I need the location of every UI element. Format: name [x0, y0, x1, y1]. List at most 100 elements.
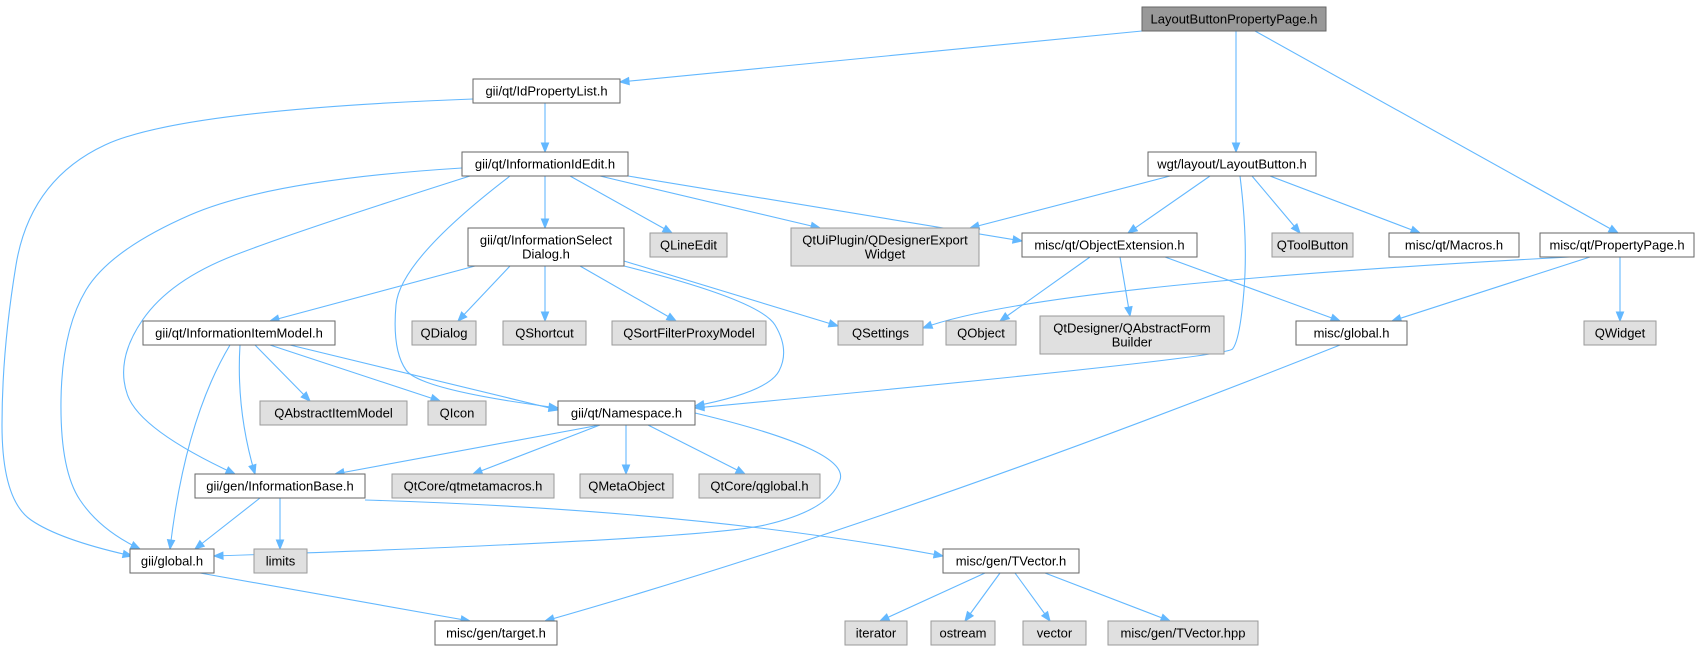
node-label: misc/qt/ObjectExtension.h [1034, 238, 1184, 253]
edge-infoitemmodel-to-qabstractitemmodel [254, 344, 311, 402]
node-namespace[interactable]: gii/qt/Namespace.h [557, 400, 696, 426]
node-label: misc/qt/PropertyPage.h [1549, 238, 1684, 253]
arrowhead [1040, 610, 1051, 623]
node-qshortcut: QShortcut [502, 320, 587, 346]
node-box [1022, 620, 1087, 646]
node-box [649, 232, 728, 258]
node-box [502, 320, 587, 346]
edge-line [123, 175, 471, 475]
node-box [930, 620, 996, 646]
node-label: vector [1037, 626, 1073, 641]
edge-namespace-to-qmetaobject [621, 425, 631, 476]
arrowhead [618, 76, 630, 86]
arrowhead [1126, 224, 1139, 234]
node-label: QSettings [852, 326, 910, 341]
edge-informationidedit-to-infoselectdialog [540, 176, 550, 230]
edge-line [1391, 256, 1591, 322]
edge-line [694, 175, 1246, 409]
arrowhead [621, 464, 631, 476]
edge-tvector-to-tvectorhpp [1044, 572, 1172, 622]
arrowhead [547, 403, 560, 412]
node-label: QtUiPlugin/QDesignerExport [802, 233, 968, 248]
node-miscglobal[interactable]: misc/global.h [1295, 320, 1408, 346]
node-tvector[interactable]: misc/gen/TVector.h [942, 548, 1080, 574]
node-label: QWidget [1595, 326, 1646, 341]
edge-line [647, 424, 746, 475]
edge-line [969, 175, 1171, 229]
node-box [1539, 232, 1695, 258]
edge-infoselectdialog-to-qsettings [623, 260, 840, 328]
node-box [1295, 320, 1408, 346]
node-qtoolbutton: QToolButton [1271, 232, 1354, 258]
arrowhead [300, 391, 311, 402]
arrowhead [166, 539, 176, 551]
node-box [142, 320, 336, 346]
node-box [790, 227, 980, 267]
node-iterator: iterator [844, 620, 908, 646]
node-qsortfilter: QSortFilterProxyModel [611, 320, 767, 346]
arrowhead [661, 224, 674, 234]
node-box [253, 548, 308, 574]
node-label: gii/qt/Namespace.h [571, 406, 682, 421]
arrowhead [224, 466, 237, 475]
edge-line [569, 175, 673, 234]
edge-line [619, 30, 1143, 83]
node-label: QtCore/qglobal.h [710, 479, 808, 494]
node-informationbase[interactable]: gii/gen/InformationBase.h [194, 473, 366, 499]
edge-line [289, 344, 559, 411]
edge-layoutbutton-to-qdesignerexport [968, 175, 1171, 230]
node-objectextension[interactable]: misc/qt/ObjectExtension.h [1021, 232, 1198, 258]
edge-line [254, 344, 311, 402]
node-target[interactable]: misc/gen/target.h [434, 620, 558, 646]
node-informationidedit[interactable]: gii/qt/InformationIdEdit.h [461, 151, 629, 177]
edge-namespace-to-giiglobal [212, 412, 842, 561]
node-qobject: QObject [945, 320, 1017, 346]
arrowhead [275, 539, 285, 551]
arrowhead [1409, 225, 1422, 234]
node-macros[interactable]: misc/qt/Macros.h [1388, 232, 1520, 258]
node-label: QtCore/qtmetamacros.h [404, 479, 543, 494]
node-vector: vector [1022, 620, 1087, 646]
edge-infoitemmodel-to-namespace [289, 344, 560, 412]
edge-infoselectdialog-to-infoitemmodel [268, 265, 476, 323]
node-layoutbutton[interactable]: wgt/layout/LayoutButton.h [1147, 151, 1317, 177]
arrowhead [129, 541, 142, 550]
arrowhead [1159, 613, 1172, 622]
node-label: wgt/layout/LayoutButton.h [1156, 157, 1307, 172]
edge-propertypage-to-qwidget [1615, 257, 1625, 323]
arrowhead [1231, 142, 1241, 154]
edge-line [60, 167, 463, 550]
arrowhead [1124, 305, 1133, 318]
arrowhead [193, 539, 206, 550]
edge-infoitemmodel-to-informationbase [238, 344, 257, 476]
arrowhead [1607, 224, 1620, 234]
arrowhead [1011, 235, 1024, 244]
node-root[interactable]: LayoutButtonPropertyPage.h [1141, 6, 1327, 32]
arrowhead [932, 549, 945, 559]
node-giiglobal[interactable]: gii/global.h [129, 548, 215, 574]
node-infoitemmodel[interactable]: gii/qt/InformationItemModel.h [142, 320, 336, 346]
edge-line [579, 265, 677, 322]
edge-line [394, 175, 559, 409]
node-qglobal: QtCore/qglobal.h [698, 473, 821, 499]
arrowhead [212, 551, 224, 561]
node-label: misc/gen/TVector.hpp [1120, 626, 1245, 641]
node-idpropertylist[interactable]: gii/qt/IdPropertyList.h [472, 78, 621, 104]
edge-namespace-to-qglobal [647, 424, 747, 475]
edge-infoselectdialog-to-qshortcut [540, 266, 550, 323]
edge-idpropertylist-to-informationidedit [540, 103, 550, 154]
arrowhead [471, 466, 484, 475]
node-box [259, 400, 408, 426]
edge-line [599, 175, 821, 229]
node-ostream: ostream [930, 620, 996, 646]
node-propertypage[interactable]: misc/qt/PropertyPage.h [1539, 232, 1695, 258]
node-qmetaobject: QMetaObject [579, 473, 674, 499]
edge-line [1164, 256, 1341, 322]
edge-informationidedit-to-namespace [394, 175, 560, 412]
edge-line [364, 499, 944, 557]
arrowhead [921, 320, 934, 329]
edge-line [238, 344, 256, 475]
